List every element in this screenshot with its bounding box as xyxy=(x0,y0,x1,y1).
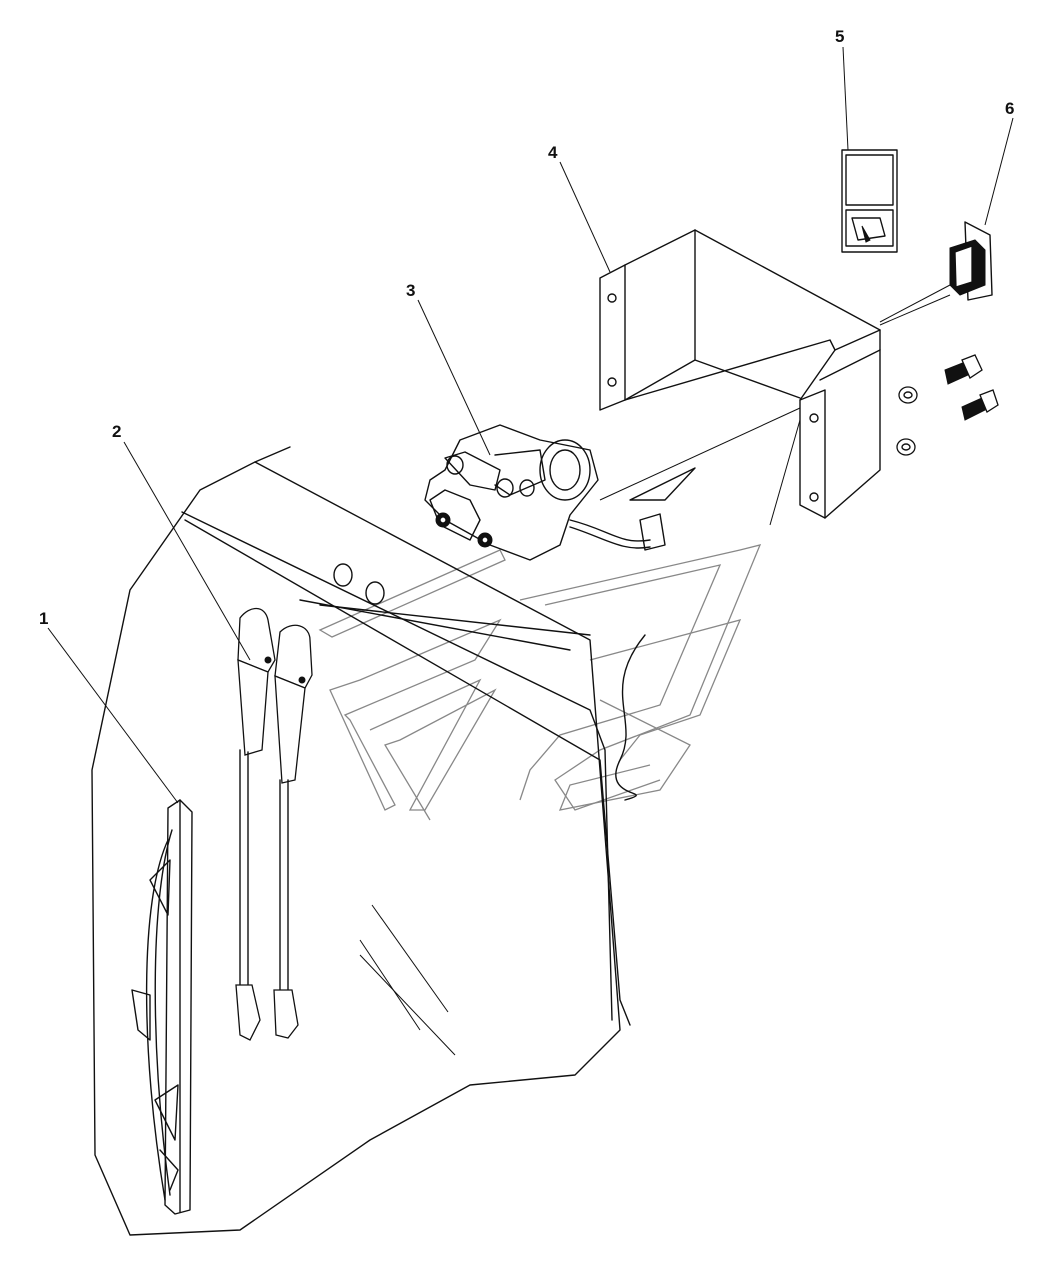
mounting-bracket-box xyxy=(599,229,881,526)
wiper-arms xyxy=(235,607,313,1041)
callout-5: 5 xyxy=(835,27,844,46)
cab-window-outline xyxy=(91,446,646,1236)
fasteners xyxy=(896,354,999,456)
callout-1: 1 xyxy=(39,609,48,628)
callout-2: 2 xyxy=(112,422,121,441)
callout-4: 4 xyxy=(548,143,558,162)
callout-3: 3 xyxy=(406,281,415,300)
leader-lines xyxy=(47,46,1014,804)
relay-unit xyxy=(879,221,993,326)
callout-6: 6 xyxy=(1005,99,1014,118)
wiper-motor xyxy=(424,424,696,561)
wiper-blade xyxy=(131,799,193,1215)
switch-panel xyxy=(841,149,898,253)
watermark-logo xyxy=(318,544,762,821)
